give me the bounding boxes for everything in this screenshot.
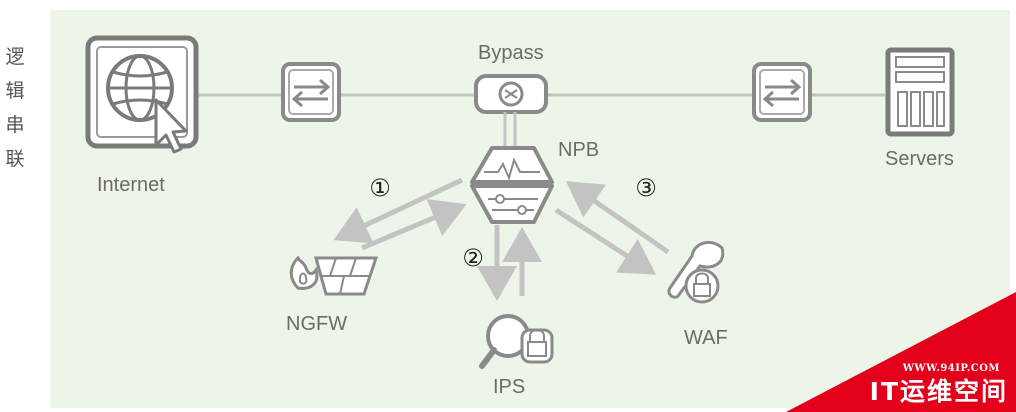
label-bypass: Bypass	[478, 42, 544, 64]
npb-icon	[470, 146, 554, 224]
label-ips: IPS	[493, 376, 526, 398]
flow-arrows	[333, 177, 670, 301]
watermark-brand: IT运维空间	[869, 377, 1008, 406]
label-internet: Internet	[97, 174, 165, 196]
switch-left-icon	[281, 62, 341, 122]
label-servers: Servers	[885, 148, 954, 170]
servers-icon	[885, 47, 955, 137]
watermark-url: WWW.94IP.COM	[902, 363, 1000, 374]
arrow-npb-to-waf	[554, 207, 657, 275]
ips-icon	[479, 314, 554, 369]
side-label-char-3: 串	[5, 114, 25, 136]
ngfw-icon	[289, 255, 379, 296]
step-3-badge: ③	[635, 174, 657, 202]
label-npb: NPB	[558, 139, 600, 161]
arrow-npb-to-ngfw	[333, 177, 464, 244]
internet-icon	[85, 35, 199, 154]
label-ngfw: NGFW	[286, 313, 348, 335]
side-label-char-1: 逻	[5, 46, 25, 68]
switch-right-icon	[752, 62, 812, 122]
step-2-badge: ②	[462, 244, 484, 272]
step-1-badge: ①	[369, 174, 391, 202]
side-label: 逻 辑 串 联	[0, 40, 30, 176]
waf-icon	[667, 240, 725, 304]
label-waf: WAF	[684, 327, 728, 349]
watermark-ribbon	[786, 292, 1016, 412]
bypass-icon	[474, 74, 548, 146]
side-label-char-2: 辑	[5, 80, 25, 102]
side-label-char-4: 联	[5, 148, 25, 170]
arrow-ngfw-to-npb	[361, 199, 467, 251]
